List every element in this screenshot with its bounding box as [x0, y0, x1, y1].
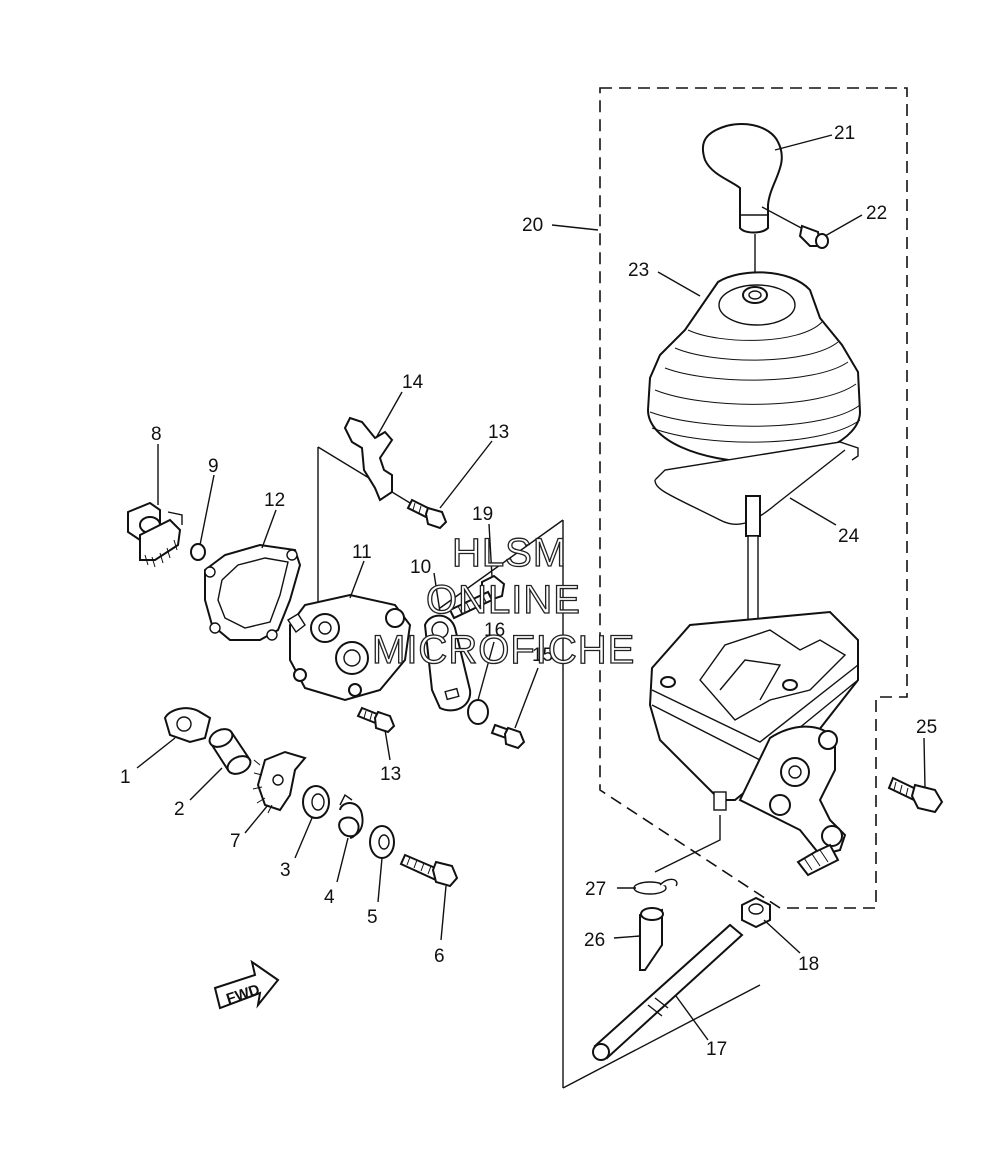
bolt-10 — [448, 590, 494, 620]
assembly-20-dashed-outline — [599, 87, 908, 909]
washer-3 — [302, 785, 330, 819]
cam-1 — [163, 707, 212, 744]
callout-21: 21 — [834, 123, 855, 144]
o-ring-9 — [190, 543, 206, 561]
callout-4: 4 — [324, 887, 335, 908]
boot-wire-clip — [654, 441, 859, 526]
callout-11: 11 — [352, 542, 372, 563]
nut-18 — [741, 896, 771, 929]
callout-13-lower: 13 — [380, 764, 401, 785]
callout-24: 24 — [838, 526, 860, 547]
callout-7: 7 — [230, 831, 241, 852]
spring-4 — [338, 793, 364, 839]
collar-26 — [639, 907, 664, 971]
callout-20: 20 — [522, 215, 543, 236]
callout-18: 18 — [798, 954, 819, 975]
callout-3: 3 — [280, 860, 291, 881]
watermark-line-1: HLSM — [452, 531, 567, 575]
callout-5: 5 — [367, 907, 378, 928]
callout-17: 17 — [706, 1039, 727, 1060]
callout-16: 16 — [484, 620, 505, 641]
bolt-25 — [887, 776, 944, 814]
callout-6: 6 — [434, 946, 445, 967]
clip-27 — [633, 815, 721, 895]
collar-5 — [369, 825, 395, 859]
callout-10: 10 — [410, 557, 431, 578]
callout-9: 9 — [208, 456, 219, 477]
callout-26: 26 — [584, 930, 605, 951]
shift-lever-shaft — [745, 495, 761, 637]
gasket-12 — [204, 543, 302, 641]
cover-housing-11 — [287, 593, 412, 702]
bushing-2 — [208, 728, 252, 775]
callout-14: 14 — [402, 372, 424, 393]
knob-pin — [761, 206, 829, 249]
shift-gate-housing — [648, 610, 859, 877]
shift-knob — [701, 123, 783, 285]
callout-22: 22 — [866, 203, 887, 224]
shift-boot — [646, 271, 862, 464]
callout-15: 15 — [532, 645, 553, 666]
washer-16 — [467, 699, 489, 725]
lever-arm — [423, 614, 472, 712]
bolt-13-lower — [356, 706, 396, 734]
frame-lines — [317, 446, 761, 1089]
watermark: HLSM ONLINE MICROFICHE — [371, 530, 635, 672]
drum-segment-8 — [127, 501, 183, 568]
callout-25: 25 — [916, 717, 937, 738]
callout-2: 2 — [174, 799, 185, 820]
fwd-direction-arrow: FWD — [213, 959, 280, 1010]
callout-numbers: 1 2 3 4 5 6 7 8 9 10 11 12 13 13 14 15 1… — [120, 123, 937, 1060]
callout-13-upper: 13 — [488, 422, 509, 443]
watermark-line-3: MICROFICHE — [372, 628, 635, 672]
callout-23: 23 — [628, 260, 649, 281]
bracket-14 — [343, 416, 394, 502]
leader-lines — [136, 134, 926, 1041]
callout-8: 8 — [151, 424, 162, 445]
star-wheel-7 — [252, 750, 307, 814]
bolt-15 — [490, 723, 526, 750]
callout-19: 19 — [472, 504, 493, 525]
shift-rod-17 — [592, 923, 744, 1061]
bolt-6 — [399, 853, 459, 888]
callout-12: 12 — [264, 490, 285, 511]
callout-1: 1 — [120, 767, 131, 788]
callout-27: 27 — [585, 879, 606, 900]
bolt-13-upper — [406, 498, 448, 530]
watermark-line-2: ONLINE — [426, 578, 581, 622]
